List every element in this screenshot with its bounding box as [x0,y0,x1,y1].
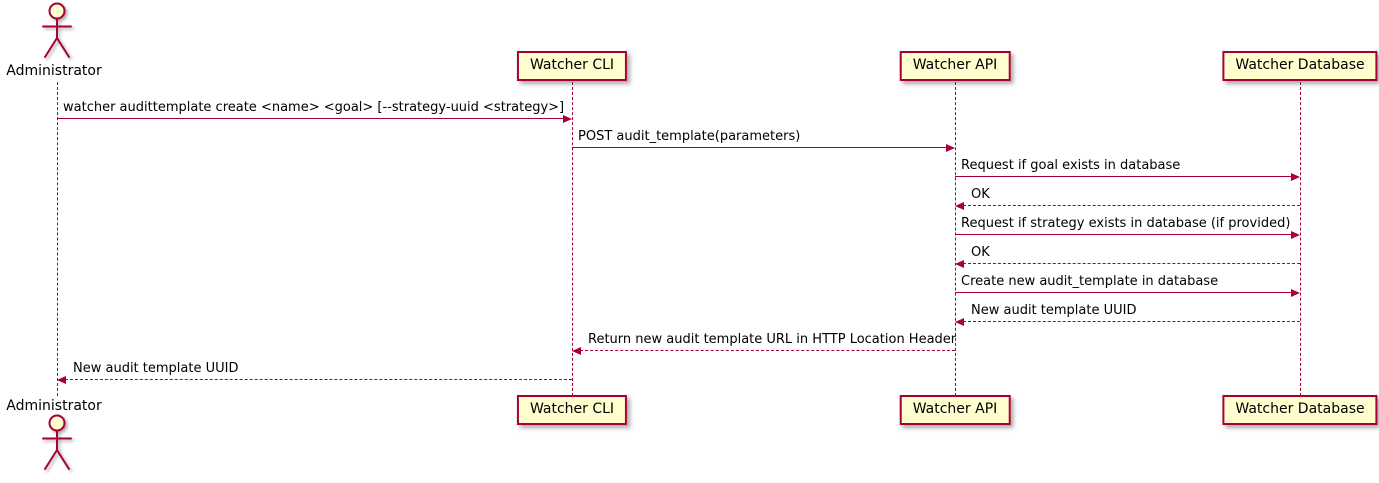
actor-icon [42,2,72,58]
message-label: POST audit_template(parameters) [578,129,801,144]
participant-box-watcher-api-top: Watcher API [899,51,1011,81]
arrowhead-icon [946,143,955,152]
actor-figure-administrator-bottom [37,414,77,474]
participant-box-watcher-cli-top: Watcher CLI [516,51,628,81]
message-label: Return new audit template URL in HTTP Lo… [588,332,957,347]
message-line [963,263,1300,264]
arrowhead-icon [1291,172,1300,181]
message-line [963,205,1300,206]
actor-label-administrator-top: Administrator [6,63,102,79]
arrowhead-icon [1291,288,1300,297]
actor-label-administrator-bottom: Administrator [6,398,102,414]
message-line [65,379,572,380]
message-line [580,350,955,351]
message-label: New audit template UUID [73,361,239,376]
message-label: New audit template UUID [971,303,1137,318]
arrowhead-icon [955,317,964,326]
participant-box-watcher-api-bottom: Watcher API [899,395,1011,425]
arrowhead-icon [955,259,964,268]
message-line [955,176,1292,177]
message-label: OK [971,245,990,260]
message-label: Request if goal exists in database [961,158,1181,173]
message-label: OK [971,187,990,202]
message-line [955,234,1292,235]
message-label: Request if strategy exists in database (… [961,216,1291,231]
arrowhead-icon [955,201,964,210]
arrowhead-icon [572,346,581,355]
message-line [57,118,564,119]
arrowhead-icon [563,114,572,123]
lifeline-administrator [57,82,58,396]
message-label: watcher audittemplate create <name> <goa… [63,100,565,115]
message-line [955,292,1292,293]
message-line [963,321,1300,322]
actor-icon [42,414,72,470]
message-label: Create new audit_template in database [961,274,1219,289]
participant-box-watcher-database-top: Watcher Database [1222,51,1378,81]
participant-box-watcher-cli-bottom: Watcher CLI [516,395,628,425]
actor-figure-administrator-top [37,2,77,62]
arrowhead-icon [1291,230,1300,239]
lifeline-watcher-cli [572,82,573,396]
message-line [572,147,947,148]
lifeline-watcher-api [955,82,956,396]
arrowhead-icon [57,375,66,384]
lifeline-watcher-database [1300,82,1301,396]
participant-box-watcher-database-bottom: Watcher Database [1222,395,1378,425]
